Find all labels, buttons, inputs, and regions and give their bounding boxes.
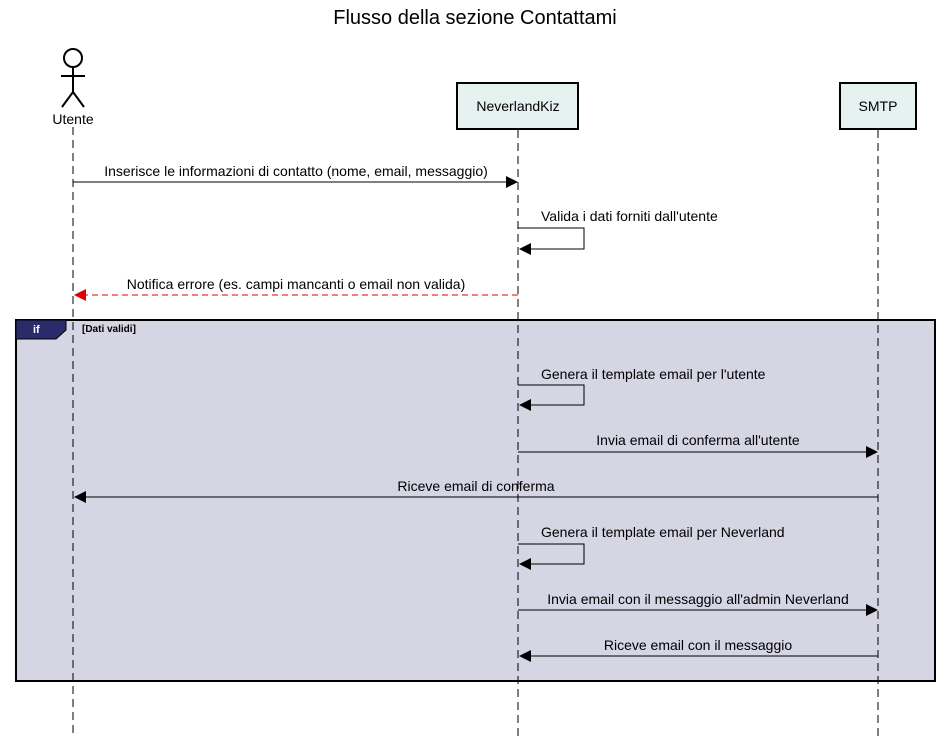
- message-arrow: [518, 543, 585, 570]
- participant-label-utente: Utente: [52, 111, 93, 127]
- fragment-guard: [Dati validi]: [82, 324, 136, 335]
- participant-smtp: SMTP: [839, 82, 917, 130]
- message-arrow: [518, 384, 585, 411]
- message-3: Notifica errore (es. campi mancanti o em…: [74, 276, 518, 301]
- message-4: Genera il template email per l'utente: [518, 366, 766, 411]
- participant-box-smtp: [839, 82, 917, 130]
- message-5: Invia email di conferma all'utente: [518, 432, 878, 458]
- message-arrow: [518, 227, 585, 255]
- message-8: Invia email con il messaggio all'admin N…: [518, 591, 878, 616]
- message-9: Riceve email con il messaggio: [519, 637, 878, 662]
- participant-neverland: NeverlandKiz: [456, 82, 579, 130]
- message-label: Valida i dati forniti dall'utente: [541, 208, 718, 224]
- fragment-keyword: if: [33, 324, 40, 336]
- message-1: Inserisce le informazioni di contatto (n…: [73, 163, 518, 188]
- message-2: Valida i dati forniti dall'utente: [518, 208, 718, 255]
- message-label: Riceve email di conferma: [397, 478, 554, 494]
- fragment-if: if [Dati validi]: [15, 319, 936, 682]
- message-label: Notifica errore (es. campi mancanti o em…: [127, 276, 465, 292]
- message-label: Genera il template email per Neverland: [541, 524, 785, 540]
- stick-figure-icon: [61, 48, 85, 108]
- diagram-title: Flusso della sezione Contattami: [333, 7, 616, 29]
- message-label: Inserisce le informazioni di contatto (n…: [104, 163, 488, 179]
- message-label: Invia email di conferma all'utente: [596, 432, 800, 448]
- message-label: Invia email con il messaggio all'admin N…: [547, 591, 849, 607]
- message-label: Riceve email con il messaggio: [604, 637, 793, 653]
- participant-label-smtp: SMTP: [859, 98, 898, 114]
- fragment-tab: [15, 319, 67, 340]
- fragment-box: [15, 319, 936, 682]
- participant-box-neverland: [456, 82, 579, 130]
- actor-utente: Utente: [52, 48, 94, 127]
- participant-label-neverland: NeverlandKiz: [476, 98, 559, 114]
- message-6: Riceve email di conferma: [74, 478, 878, 503]
- message-label: Genera il template email per l'utente: [541, 366, 766, 382]
- message-7: Genera il template email per Neverland: [518, 524, 785, 570]
